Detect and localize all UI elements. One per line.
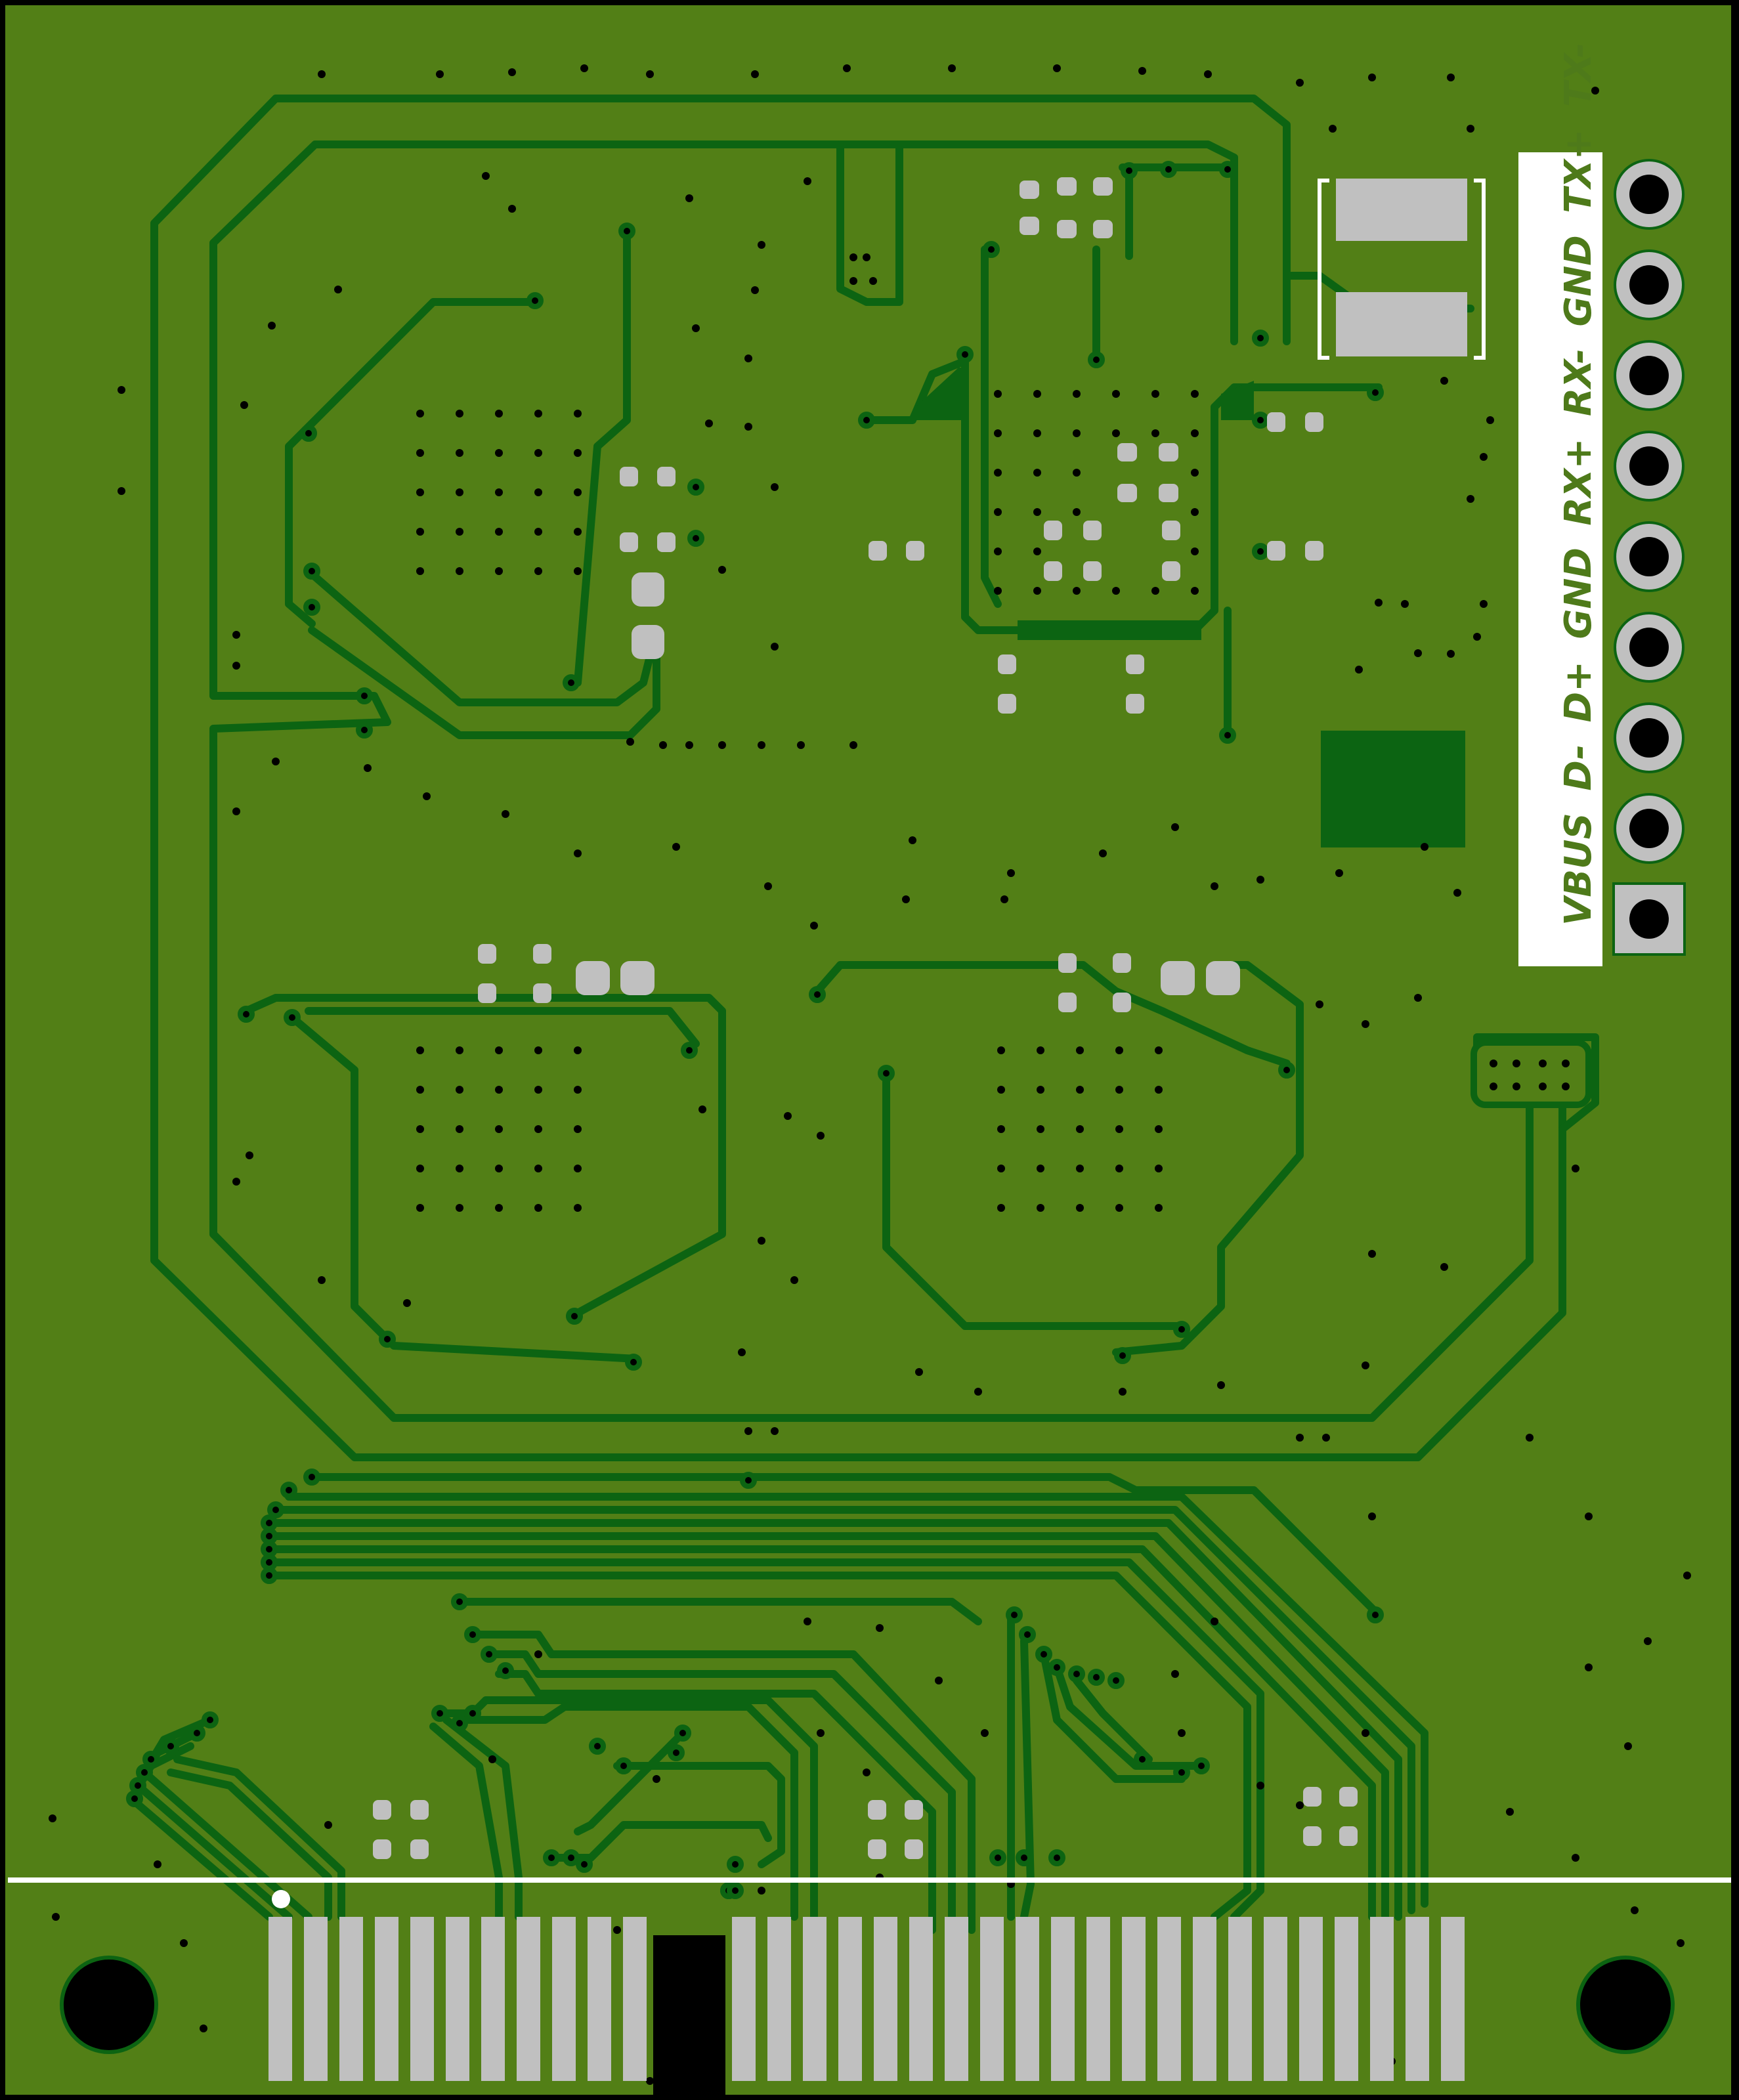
pin-label: D+ bbox=[1557, 661, 1600, 723]
mounting-holes bbox=[60, 1956, 1675, 2054]
pin-label: GND bbox=[1557, 547, 1600, 639]
power-inductors bbox=[1318, 179, 1486, 360]
via-layer bbox=[49, 64, 1691, 2085]
pin-label: TX+ bbox=[1557, 129, 1600, 213]
usb-pin-header bbox=[1612, 159, 1686, 956]
pin-label: RX+ bbox=[1557, 438, 1600, 526]
pin-label: VBUS bbox=[1557, 813, 1600, 926]
trace-layer bbox=[127, 95, 1599, 1934]
pin-label: TX- bbox=[1557, 42, 1600, 107]
pin-label: RX- bbox=[1557, 349, 1600, 416]
pin-label: D- bbox=[1557, 744, 1600, 791]
component-pad-layer bbox=[373, 177, 1358, 1859]
connector-pin-labels: VBUS D- D+ GND RX+ RX- GND TX+ TX- bbox=[1557, 33, 1600, 926]
key-notch bbox=[653, 1935, 725, 2100]
edge-connector-fingers bbox=[268, 1917, 1465, 2081]
copper-pour-layer bbox=[916, 368, 1465, 847]
pin1-marker bbox=[272, 1890, 290, 1908]
pin-label: GND bbox=[1557, 235, 1600, 327]
via-pad-layer bbox=[126, 161, 1384, 1899]
debug-connector bbox=[1471, 1039, 1592, 1108]
pin-label-strip bbox=[1518, 152, 1602, 966]
